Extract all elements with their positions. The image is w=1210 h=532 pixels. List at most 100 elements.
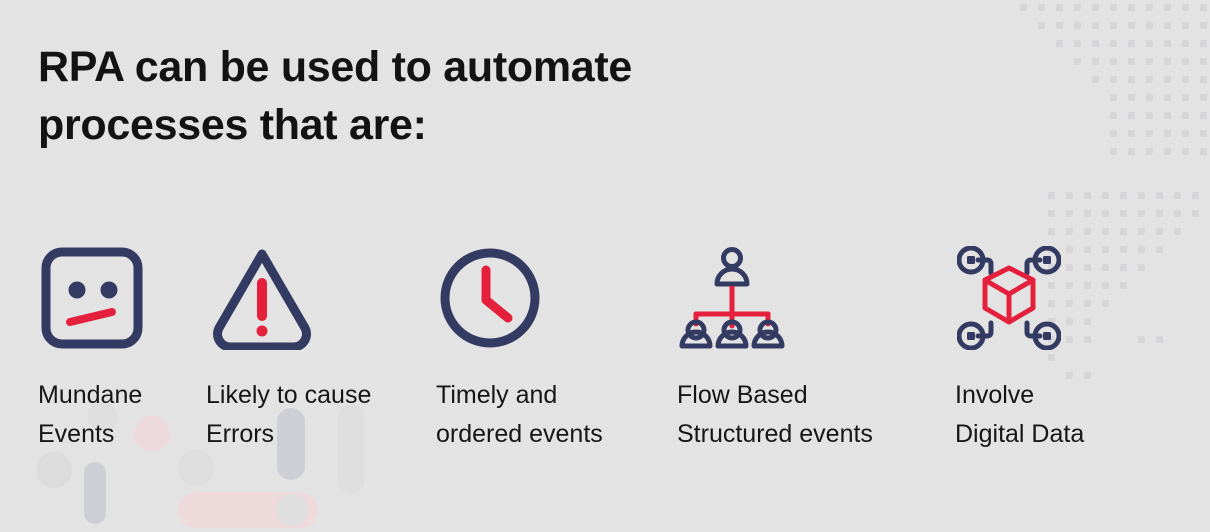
decorative-dot: [1038, 22, 1045, 29]
decorative-dot: [1110, 22, 1117, 29]
decorative-dot: [1120, 210, 1127, 217]
decorative-dot: [1048, 210, 1055, 217]
decorative-dot: [1128, 76, 1135, 83]
decorative-dot: [1110, 40, 1117, 47]
decorative-dot: [1128, 94, 1135, 101]
decorative-dot: [1092, 40, 1099, 47]
org-chart-icon: [677, 246, 785, 350]
feature-label: Mundane Events: [38, 381, 143, 448]
decorative-dot: [1084, 192, 1091, 199]
feature-label: Involve Digital Data: [955, 381, 1085, 448]
page-title-line-2: processes that are:: [38, 101, 427, 150]
decorative-dot: [1120, 192, 1127, 199]
decorative-pill-pink-1: [178, 492, 318, 528]
decorative-dot: [1164, 76, 1171, 83]
decorative-dot: [1092, 4, 1099, 11]
feature-item-involve-digital-data: Involve Digital Data: [955, 246, 1195, 454]
decorative-dot: [1128, 4, 1135, 11]
decorative-dot: [1110, 4, 1117, 11]
decorative-dot: [1056, 22, 1063, 29]
decorative-dot: [1110, 130, 1117, 137]
feature-label: Timely and ordered events: [436, 381, 603, 448]
decorative-dot: [1056, 4, 1063, 11]
decorative-dot: [1182, 112, 1189, 119]
decorative-dot: [1174, 210, 1181, 217]
decorative-dot: [1146, 76, 1153, 83]
decorative-dot: [1128, 112, 1135, 119]
decorative-dot-grid-top-right: [1020, 4, 1210, 166]
decorative-dot: [1200, 4, 1207, 11]
decorative-dot: [1200, 148, 1207, 155]
decorative-pill-gray-1: [84, 462, 106, 524]
decorative-dot: [1074, 40, 1081, 47]
feature-item-flow-based-structured-events: Flow Based Structured events: [677, 246, 955, 454]
decorative-dot: [1056, 40, 1063, 47]
decorative-dot: [1074, 22, 1081, 29]
decorative-dot: [1138, 228, 1145, 235]
decorative-dot: [1174, 228, 1181, 235]
decorative-dot: [1146, 112, 1153, 119]
decorative-dot: [1110, 58, 1117, 65]
decorative-dot: [1074, 4, 1081, 11]
decorative-dot: [1128, 148, 1135, 155]
decorative-dot: [1182, 76, 1189, 83]
decorative-dot: [1092, 76, 1099, 83]
decorative-dot: [1128, 22, 1135, 29]
feature-list: Mundane Events Likely to cause Errors Ti…: [38, 246, 1210, 454]
decorative-dot: [1110, 112, 1117, 119]
decorative-dot: [1164, 58, 1171, 65]
decorative-dot: [1110, 94, 1117, 101]
decorative-dot: [1164, 112, 1171, 119]
decorative-dot: [1128, 40, 1135, 47]
decorative-dot: [1146, 58, 1153, 65]
decorative-dot: [1020, 4, 1027, 11]
decorative-dot: [1102, 192, 1109, 199]
decorative-dot: [1110, 148, 1117, 155]
decorative-dot: [1066, 192, 1073, 199]
bored-face-icon: [38, 246, 150, 350]
decorative-dot: [1182, 148, 1189, 155]
decorative-dot: [1182, 40, 1189, 47]
feature-item-timely-ordered-events: Timely and ordered events: [436, 246, 677, 454]
decorative-dot: [1164, 40, 1171, 47]
decorative-dot: [1182, 4, 1189, 11]
decorative-dot: [1084, 210, 1091, 217]
decorative-dot: [1182, 22, 1189, 29]
decorative-dot: [1146, 148, 1153, 155]
decorative-dot: [1200, 40, 1207, 47]
decorative-dot: [1048, 228, 1055, 235]
decorative-dot: [1192, 192, 1199, 199]
decorative-dot: [1164, 94, 1171, 101]
decorative-dot: [1200, 130, 1207, 137]
decorative-dot: [1110, 76, 1117, 83]
decorative-dot: [1174, 192, 1181, 199]
decorative-dot: [1200, 22, 1207, 29]
feature-label: Flow Based Structured events: [677, 381, 873, 448]
decorative-dot: [1084, 228, 1091, 235]
decorative-dot: [1200, 58, 1207, 65]
decorative-dot: [1102, 210, 1109, 217]
decorative-dot: [1102, 228, 1109, 235]
decorative-dot: [1066, 210, 1073, 217]
decorative-dot: [1066, 228, 1073, 235]
decorative-dot: [1164, 22, 1171, 29]
decorative-dot: [1156, 228, 1163, 235]
feature-item-likely-to-cause-errors: Likely to cause Errors: [206, 246, 436, 454]
decorative-dot: [1164, 4, 1171, 11]
decorative-dot: [1200, 94, 1207, 101]
decorative-dot: [1182, 58, 1189, 65]
decorative-dot: [1146, 22, 1153, 29]
decorative-circle-gray-3: [276, 494, 308, 526]
feature-label: Likely to cause Errors: [206, 381, 372, 448]
decorative-dot: [1146, 130, 1153, 137]
decorative-dot: [1192, 210, 1199, 217]
decorative-dot: [1164, 130, 1171, 137]
feature-item-mundane-events: Mundane Events: [38, 246, 206, 454]
decorative-circle-gray-1: [36, 452, 72, 488]
decorative-dot: [1120, 228, 1127, 235]
decorative-dot: [1156, 210, 1163, 217]
decorative-dot: [1138, 192, 1145, 199]
digital-data-network-icon: [955, 246, 1061, 350]
decorative-dot: [1092, 58, 1099, 65]
page-title-line-1: RPA can be used to automate: [38, 43, 633, 91]
